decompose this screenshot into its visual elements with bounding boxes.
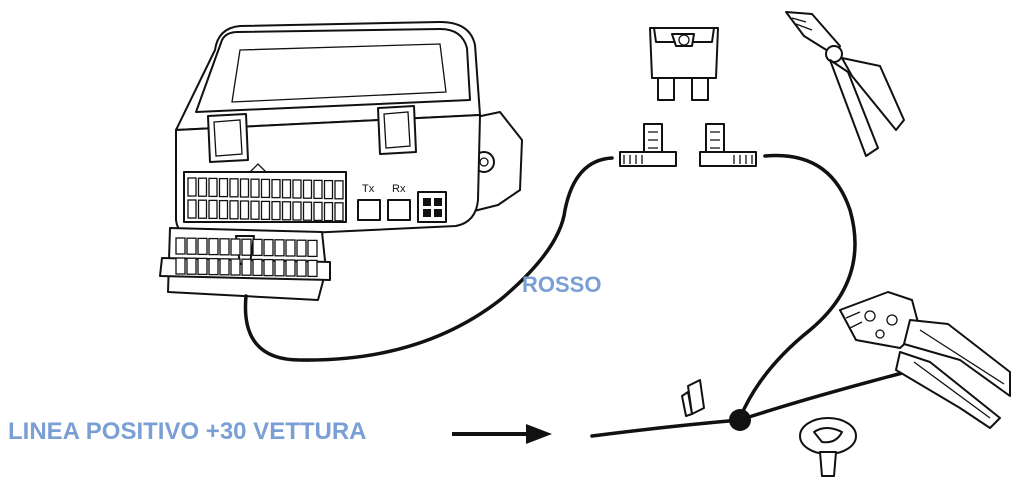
- positive-line-label: LINEA POSITIVO +30 VETTURA: [8, 418, 367, 445]
- rx-label: Rx: [392, 183, 406, 195]
- fuse-output-wire: [738, 153, 857, 420]
- vehicle-positive-line: [590, 370, 908, 438]
- fuse-holder-right-terminal: [699, 123, 757, 167]
- red-wire-label: ROSSO: [522, 272, 602, 297]
- crimping-pliers-icon: [785, 11, 905, 157]
- arrow-icon: [452, 424, 552, 444]
- crimping-tool-icon: [839, 291, 1011, 429]
- tx-rx-ports: Tx Rx: [357, 183, 447, 223]
- splice-junction: [729, 409, 751, 431]
- terminal-clip-icon: [681, 379, 705, 417]
- fuse-holder-left-terminal: [619, 123, 677, 167]
- harness-plug: [159, 227, 331, 301]
- wires: [243, 153, 908, 438]
- tx-label: Tx: [362, 183, 375, 195]
- control-unit-module: Tx Rx: [175, 21, 523, 239]
- red-wire: [243, 156, 614, 362]
- blade-fuse-icon: [649, 27, 719, 101]
- module-connector-socket: [183, 163, 347, 223]
- tap-connector-icon: [799, 417, 857, 477]
